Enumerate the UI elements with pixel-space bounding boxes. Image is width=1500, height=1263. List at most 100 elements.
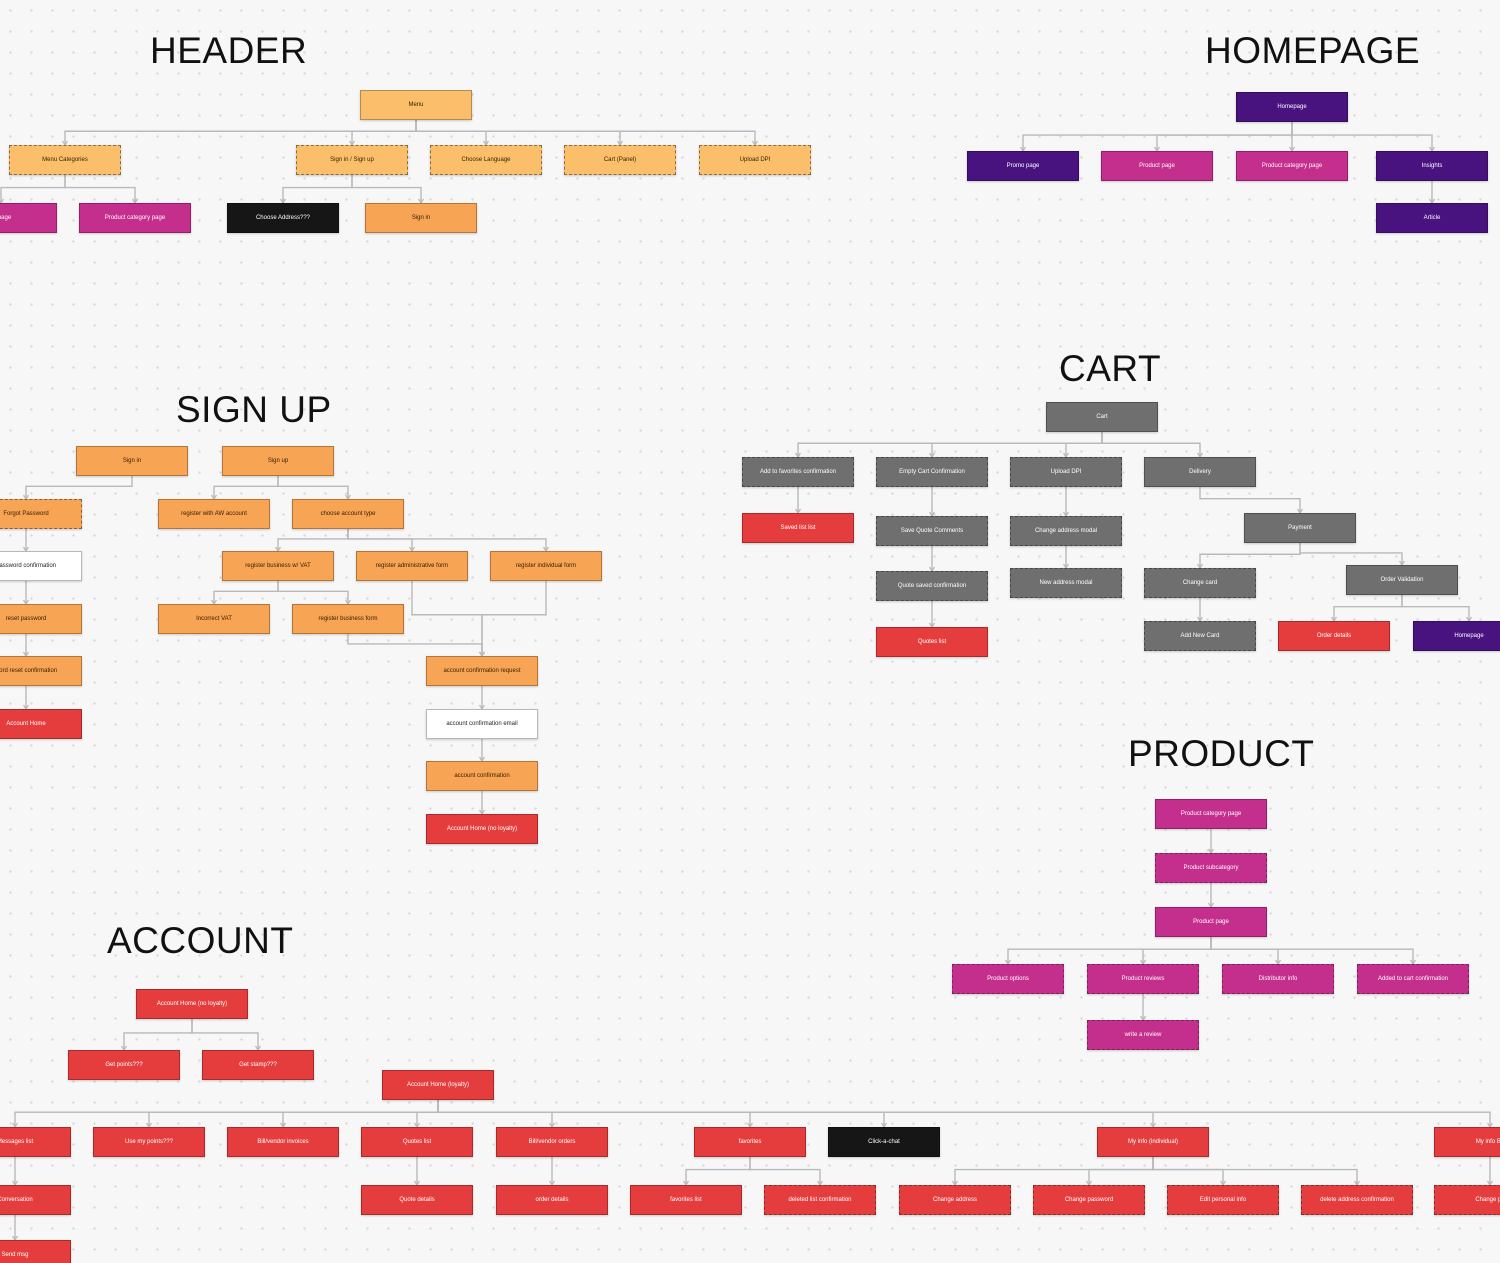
node-s-pwconf[interactable]: password confirmation xyxy=(0,551,82,581)
node-h-upload[interactable]: Upload DPI xyxy=(699,145,811,175)
node-h-lang[interactable]: Choose Language xyxy=(430,145,542,175)
node-h-prodcat[interactable]: Product category page xyxy=(79,203,191,233)
node-a-get-stamp[interactable]: Get stamp??? xyxy=(202,1050,314,1080)
node-a-my-info[interactable]: My info (individual) xyxy=(1097,1127,1209,1157)
connector-a-home-loyalty-to-a-favorites xyxy=(437,1100,751,1127)
connector-s-reg-vat-to-s-incorrect-vat xyxy=(213,581,279,604)
node-a-edit-info[interactable]: Edit personal info xyxy=(1167,1185,1279,1215)
node-a-use-points[interactable]: Use my points??? xyxy=(93,1127,205,1157)
node-a-home-loyalty[interactable]: Account Home (loyalty) xyxy=(382,1070,494,1100)
node-c-fav-conf[interactable]: Add to favorites confirmation xyxy=(742,457,854,487)
node-c-delivery[interactable]: Delivery xyxy=(1144,457,1256,487)
node-a-quote-details[interactable]: Quote details xyxy=(361,1185,473,1215)
connector-s-reg-vat-to-s-reg-biz-form xyxy=(277,581,349,604)
node-hp-insights[interactable]: Insights xyxy=(1376,151,1488,181)
node-a-get-points[interactable]: Get points??? xyxy=(68,1050,180,1080)
node-a-my-info-b[interactable]: My info Bu xyxy=(1434,1127,1500,1157)
node-s-pwreset[interactable]: word reset confirmation xyxy=(0,656,82,686)
node-p-reviews[interactable]: Product reviews xyxy=(1087,964,1199,994)
node-hp-home[interactable]: Homepage xyxy=(1236,92,1348,122)
node-h-promo[interactable]: er page xyxy=(0,203,57,233)
connector-a-home-loyalty-to-a-use-points xyxy=(148,1100,439,1127)
node-c-homepage[interactable]: Homepage xyxy=(1413,621,1500,651)
node-a-chat[interactable]: Click-a-chat xyxy=(828,1127,940,1157)
node-a-fav-list[interactable]: favorites list xyxy=(630,1185,742,1215)
node-s-forgot[interactable]: Forgot Password xyxy=(0,499,82,529)
node-hp-prodcat[interactable]: Product category page xyxy=(1236,151,1348,181)
node-c-change-addr[interactable]: Change address modal xyxy=(1010,516,1122,546)
connector-a-home-loyal-to-a-get-points xyxy=(123,1019,193,1050)
connector-h-menu-cat-to-h-prodcat xyxy=(64,175,136,203)
node-h-signin2[interactable]: Sign in xyxy=(365,203,477,233)
node-c-cart[interactable]: Cart xyxy=(1046,402,1158,432)
node-c-new-addr[interactable]: New address modal xyxy=(1010,568,1122,598)
node-a-order-details[interactable]: order details xyxy=(496,1185,608,1215)
connector-s-signup-to-s-choose-type xyxy=(277,476,349,499)
node-c-quotes[interactable]: Quotes list xyxy=(876,627,988,657)
node-c-change-card[interactable]: Change card xyxy=(1144,568,1256,598)
node-s-signup[interactable]: Sign up xyxy=(222,446,334,476)
node-a-change-b[interactable]: Change pa xyxy=(1434,1185,1500,1215)
node-c-saved-list[interactable]: Saved list list xyxy=(742,513,854,543)
node-a-new-msg[interactable]: Send msg xyxy=(0,1240,71,1263)
node-a-messages[interactable]: Messages list xyxy=(0,1127,71,1157)
node-h-menu-cat[interactable]: Menu Categories xyxy=(9,145,121,175)
node-s-signin[interactable]: Sign in xyxy=(76,446,188,476)
node-c-add-card[interactable]: Add New Card xyxy=(1144,621,1256,651)
node-s-reg-biz-form[interactable]: register business form xyxy=(292,604,404,634)
node-a-change-addr[interactable]: Change address xyxy=(899,1185,1011,1215)
node-a-home-loyal[interactable]: Account Home (no loyalty) xyxy=(136,989,248,1019)
node-s-acchome[interactable]: Account Home xyxy=(0,709,82,739)
node-s-acc-conf-req[interactable]: account confirmation request xyxy=(426,656,538,686)
node-p-added[interactable]: Added to cart confirmation xyxy=(1357,964,1469,994)
node-s-acc-conf-email[interactable]: account confirmation email xyxy=(426,709,538,739)
node-c-save-quote[interactable]: Save Quote Comments xyxy=(876,516,988,546)
node-hp-product[interactable]: Product page xyxy=(1101,151,1213,181)
node-s-reg-admin[interactable]: register administrative form xyxy=(356,551,468,581)
node-c-order-details[interactable]: Order details xyxy=(1278,621,1390,651)
node-p-write[interactable]: write a review xyxy=(1087,1020,1199,1050)
node-h-cart[interactable]: Cart (Panel) xyxy=(564,145,676,175)
node-hp-article[interactable]: Article xyxy=(1376,203,1488,233)
node-s-acc-home-loyal[interactable]: Account Home (no loyalty) xyxy=(426,814,538,844)
node-a-favorites[interactable]: favorites xyxy=(694,1127,806,1157)
node-p-options[interactable]: Product options xyxy=(952,964,1064,994)
node-c-upload[interactable]: Upload DPI xyxy=(1010,457,1122,487)
connector-c-cart-to-c-empty-conf xyxy=(931,432,1103,457)
node-s-reset[interactable]: reset password xyxy=(0,604,82,634)
node-a-del-addr[interactable]: delete address confirmation xyxy=(1301,1185,1413,1215)
node-c-empty-conf[interactable]: Empty Cart Confirmation xyxy=(876,457,988,487)
node-p-page[interactable]: Product page xyxy=(1155,907,1267,937)
connector-h-menu-to-h-signin xyxy=(351,120,417,145)
node-a-invoices[interactable]: Bill/vendor invoices xyxy=(227,1127,339,1157)
node-p-distrib[interactable]: Distributor info xyxy=(1222,964,1334,994)
node-a-change-pw[interactable]: Change password xyxy=(1033,1185,1145,1215)
connector-a-my-info-to-a-edit-info xyxy=(1152,1157,1224,1185)
connector-s-signup-to-s-register-aw xyxy=(213,476,279,499)
node-a-conversation[interactable]: Conversation xyxy=(0,1185,71,1215)
node-a-del-conf[interactable]: deleted list confirmation xyxy=(764,1185,876,1215)
node-s-reg-indiv[interactable]: register individual form xyxy=(490,551,602,581)
node-s-reg-vat[interactable]: register business w/ VAT xyxy=(222,551,334,581)
node-h-address[interactable]: Choose Address??? xyxy=(227,203,339,233)
connector-s-choose-type-to-s-reg-admin xyxy=(347,529,413,551)
node-s-acc-confirm[interactable]: account confirmation xyxy=(426,761,538,791)
connector-a-my-info-to-a-change-addr xyxy=(954,1157,1154,1185)
node-c-order-valid[interactable]: Order Validation xyxy=(1346,565,1458,595)
connector-a-home-loyalty-to-a-chat xyxy=(437,1100,885,1127)
node-a-orders[interactable]: Bill/vendor orders xyxy=(496,1127,608,1157)
node-s-register-aw[interactable]: register with AW account xyxy=(158,499,270,529)
node-h-signin[interactable]: Sign in / Sign up xyxy=(296,145,408,175)
node-p-cat[interactable]: Product category page xyxy=(1155,799,1267,829)
node-c-quote-saved[interactable]: Quote saved confirmation xyxy=(876,571,988,601)
connector-c-cart-to-c-upload xyxy=(1065,432,1103,457)
node-hp-promo[interactable]: Promo page xyxy=(967,151,1079,181)
node-c-payment[interactable]: Payment xyxy=(1244,513,1356,543)
node-h-menu[interactable]: Menu xyxy=(360,90,472,120)
node-a-quotes[interactable]: Quotes list xyxy=(361,1127,473,1157)
node-s-choose-type[interactable]: choose account type xyxy=(292,499,404,529)
node-p-subcat[interactable]: Product subcategory xyxy=(1155,853,1267,883)
node-s-incorrect-vat[interactable]: Incorrect VAT xyxy=(158,604,270,634)
